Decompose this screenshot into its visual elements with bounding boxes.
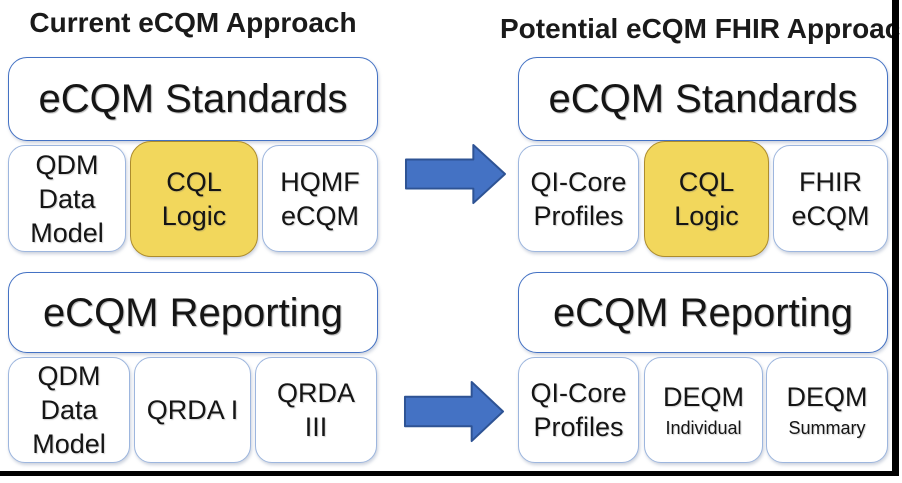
right-arrow-icon xyxy=(404,143,507,205)
right-reporting-item-deqm-individual: DEQM Individual xyxy=(644,357,763,463)
left-reporting-section-box: eCQM Reporting xyxy=(8,272,378,353)
left-reporting-item-qrda-iii: QRDA III xyxy=(255,357,377,463)
right-standards-item-cql-logic: CQL Logic xyxy=(644,141,769,257)
left-column-heading: Current eCQM Approach xyxy=(29,7,357,38)
left-standards-item-cql-logic: CQL Logic xyxy=(130,141,258,257)
right-standards-item-fhir-ecqm: FHIR eCQM xyxy=(773,145,888,252)
left-reporting-item-qdm-data-model: QDM Data Model xyxy=(8,357,130,463)
right-standards-section-box: eCQM Standards xyxy=(518,57,888,141)
right-arrow-icon xyxy=(403,380,505,443)
left-standards-section-box: eCQM Standards xyxy=(8,57,378,141)
frame-bottom-edge xyxy=(0,471,899,476)
right-reporting-item-qicore-profiles: QI-Core Profiles xyxy=(518,357,639,463)
right-column-heading: Potential eCQM FHIR Approach xyxy=(500,13,902,44)
right-reporting-item-deqm-summary: DEQM Summary xyxy=(766,357,888,463)
left-standards-title: eCQM Standards xyxy=(38,77,348,121)
right-standards-title: eCQM Standards xyxy=(548,77,858,121)
left-standards-item-hqmf-ecqm: HQMF eCQM xyxy=(262,145,378,252)
left-standards-item-qdm-data-model: QDM Data Model xyxy=(8,145,126,252)
right-reporting-section-box: eCQM Reporting xyxy=(518,272,888,353)
right-reporting-title: eCQM Reporting xyxy=(552,290,854,335)
left-reporting-item-qrda-i: QRDA I xyxy=(134,357,251,463)
frame-right-edge xyxy=(892,0,899,476)
right-standards-item-qicore-profiles: QI-Core Profiles xyxy=(518,145,639,252)
left-reporting-title: eCQM Reporting xyxy=(42,290,344,335)
